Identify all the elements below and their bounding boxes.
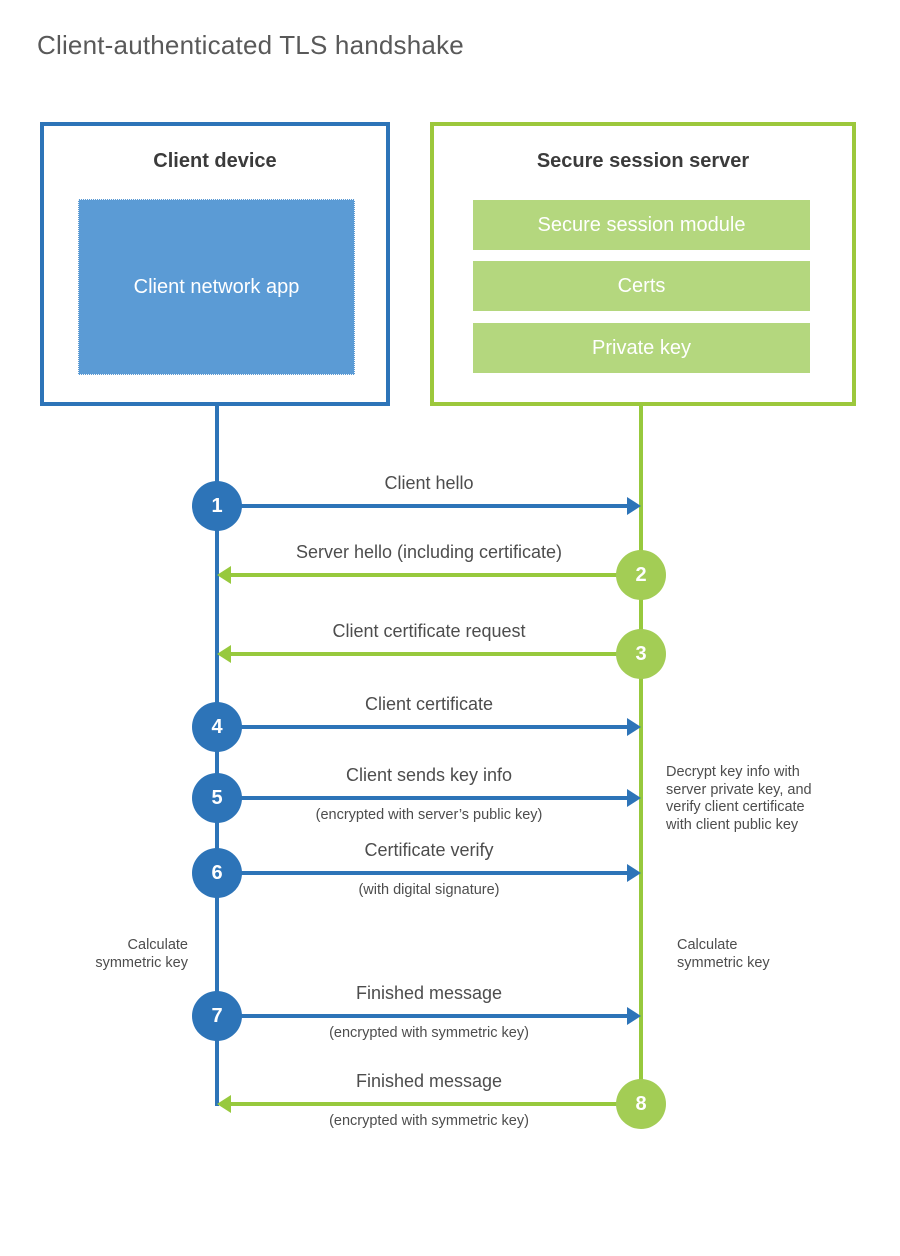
message-label: Client sends key info <box>345 765 513 785</box>
message-label: Client certificate request <box>332 621 526 641</box>
client-device-box: Client device Client network app <box>40 122 390 406</box>
server-module-certs: Certs <box>473 261 810 311</box>
step-badge: 4 <box>192 702 242 752</box>
message-label: Finished message <box>355 1071 503 1091</box>
message-label: Finished message <box>355 983 503 1003</box>
arrow-right-icon <box>627 789 641 807</box>
step-badge: 1 <box>192 481 242 531</box>
arrow-line <box>217 725 629 729</box>
step-badge: 5 <box>192 773 242 823</box>
message-sublabel: (with digital signature) <box>358 882 500 898</box>
message-label: Server hello (including certificate) <box>295 542 563 562</box>
arrow-right-icon <box>627 1007 641 1025</box>
secure-session-server-box: Secure session server Secure session mod… <box>430 122 856 406</box>
message-label: Client hello <box>384 473 474 493</box>
message-label: Certificate verify <box>364 840 494 860</box>
arrow-line <box>217 504 629 508</box>
step-badge: 2 <box>616 550 666 600</box>
step-badge: 7 <box>192 991 242 1041</box>
client-device-title: Client device <box>153 150 277 172</box>
server-module-secure-session: Secure session module <box>473 200 810 250</box>
arrow-right-icon <box>627 864 641 882</box>
arrow-left-icon <box>217 1095 231 1113</box>
arrow-line <box>217 796 629 800</box>
arrow-line <box>229 652 641 656</box>
page-title: Client-authenticated TLS handshake <box>37 30 464 60</box>
arrow-left-icon <box>217 566 231 584</box>
message-sublabel: (encrypted with symmetric key) <box>329 1113 529 1129</box>
step-badge: 6 <box>192 848 242 898</box>
arrow-right-icon <box>627 718 641 736</box>
client-calculate-symmetric-key-note: Calculate symmetric key <box>95 937 188 971</box>
secure-session-server-title: Secure session server <box>536 150 750 172</box>
arrow-left-icon <box>217 645 231 663</box>
server-calculate-symmetric-key-note: Calculate symmetric key <box>677 937 770 971</box>
arrow-line <box>229 573 641 577</box>
arrow-line <box>229 1102 641 1106</box>
client-network-app-box: Client network app <box>78 199 355 375</box>
message-sublabel: (encrypted with server’s public key) <box>315 807 543 823</box>
client-lifeline <box>215 405 219 1106</box>
arrow-line <box>217 871 629 875</box>
step-badge: 8 <box>616 1079 666 1129</box>
client-network-app-label: Client network app <box>133 276 300 298</box>
server-module-private-key: Private key <box>473 323 810 373</box>
server-lifeline <box>639 405 643 1106</box>
server-decrypt-note: Decrypt key info with server private key… <box>666 764 812 833</box>
message-sublabel: (encrypted with symmetric key) <box>329 1025 529 1041</box>
arrow-line <box>217 1014 629 1018</box>
message-label: Client certificate <box>364 694 494 714</box>
step-badge: 3 <box>616 629 666 679</box>
arrow-right-icon <box>627 497 641 515</box>
